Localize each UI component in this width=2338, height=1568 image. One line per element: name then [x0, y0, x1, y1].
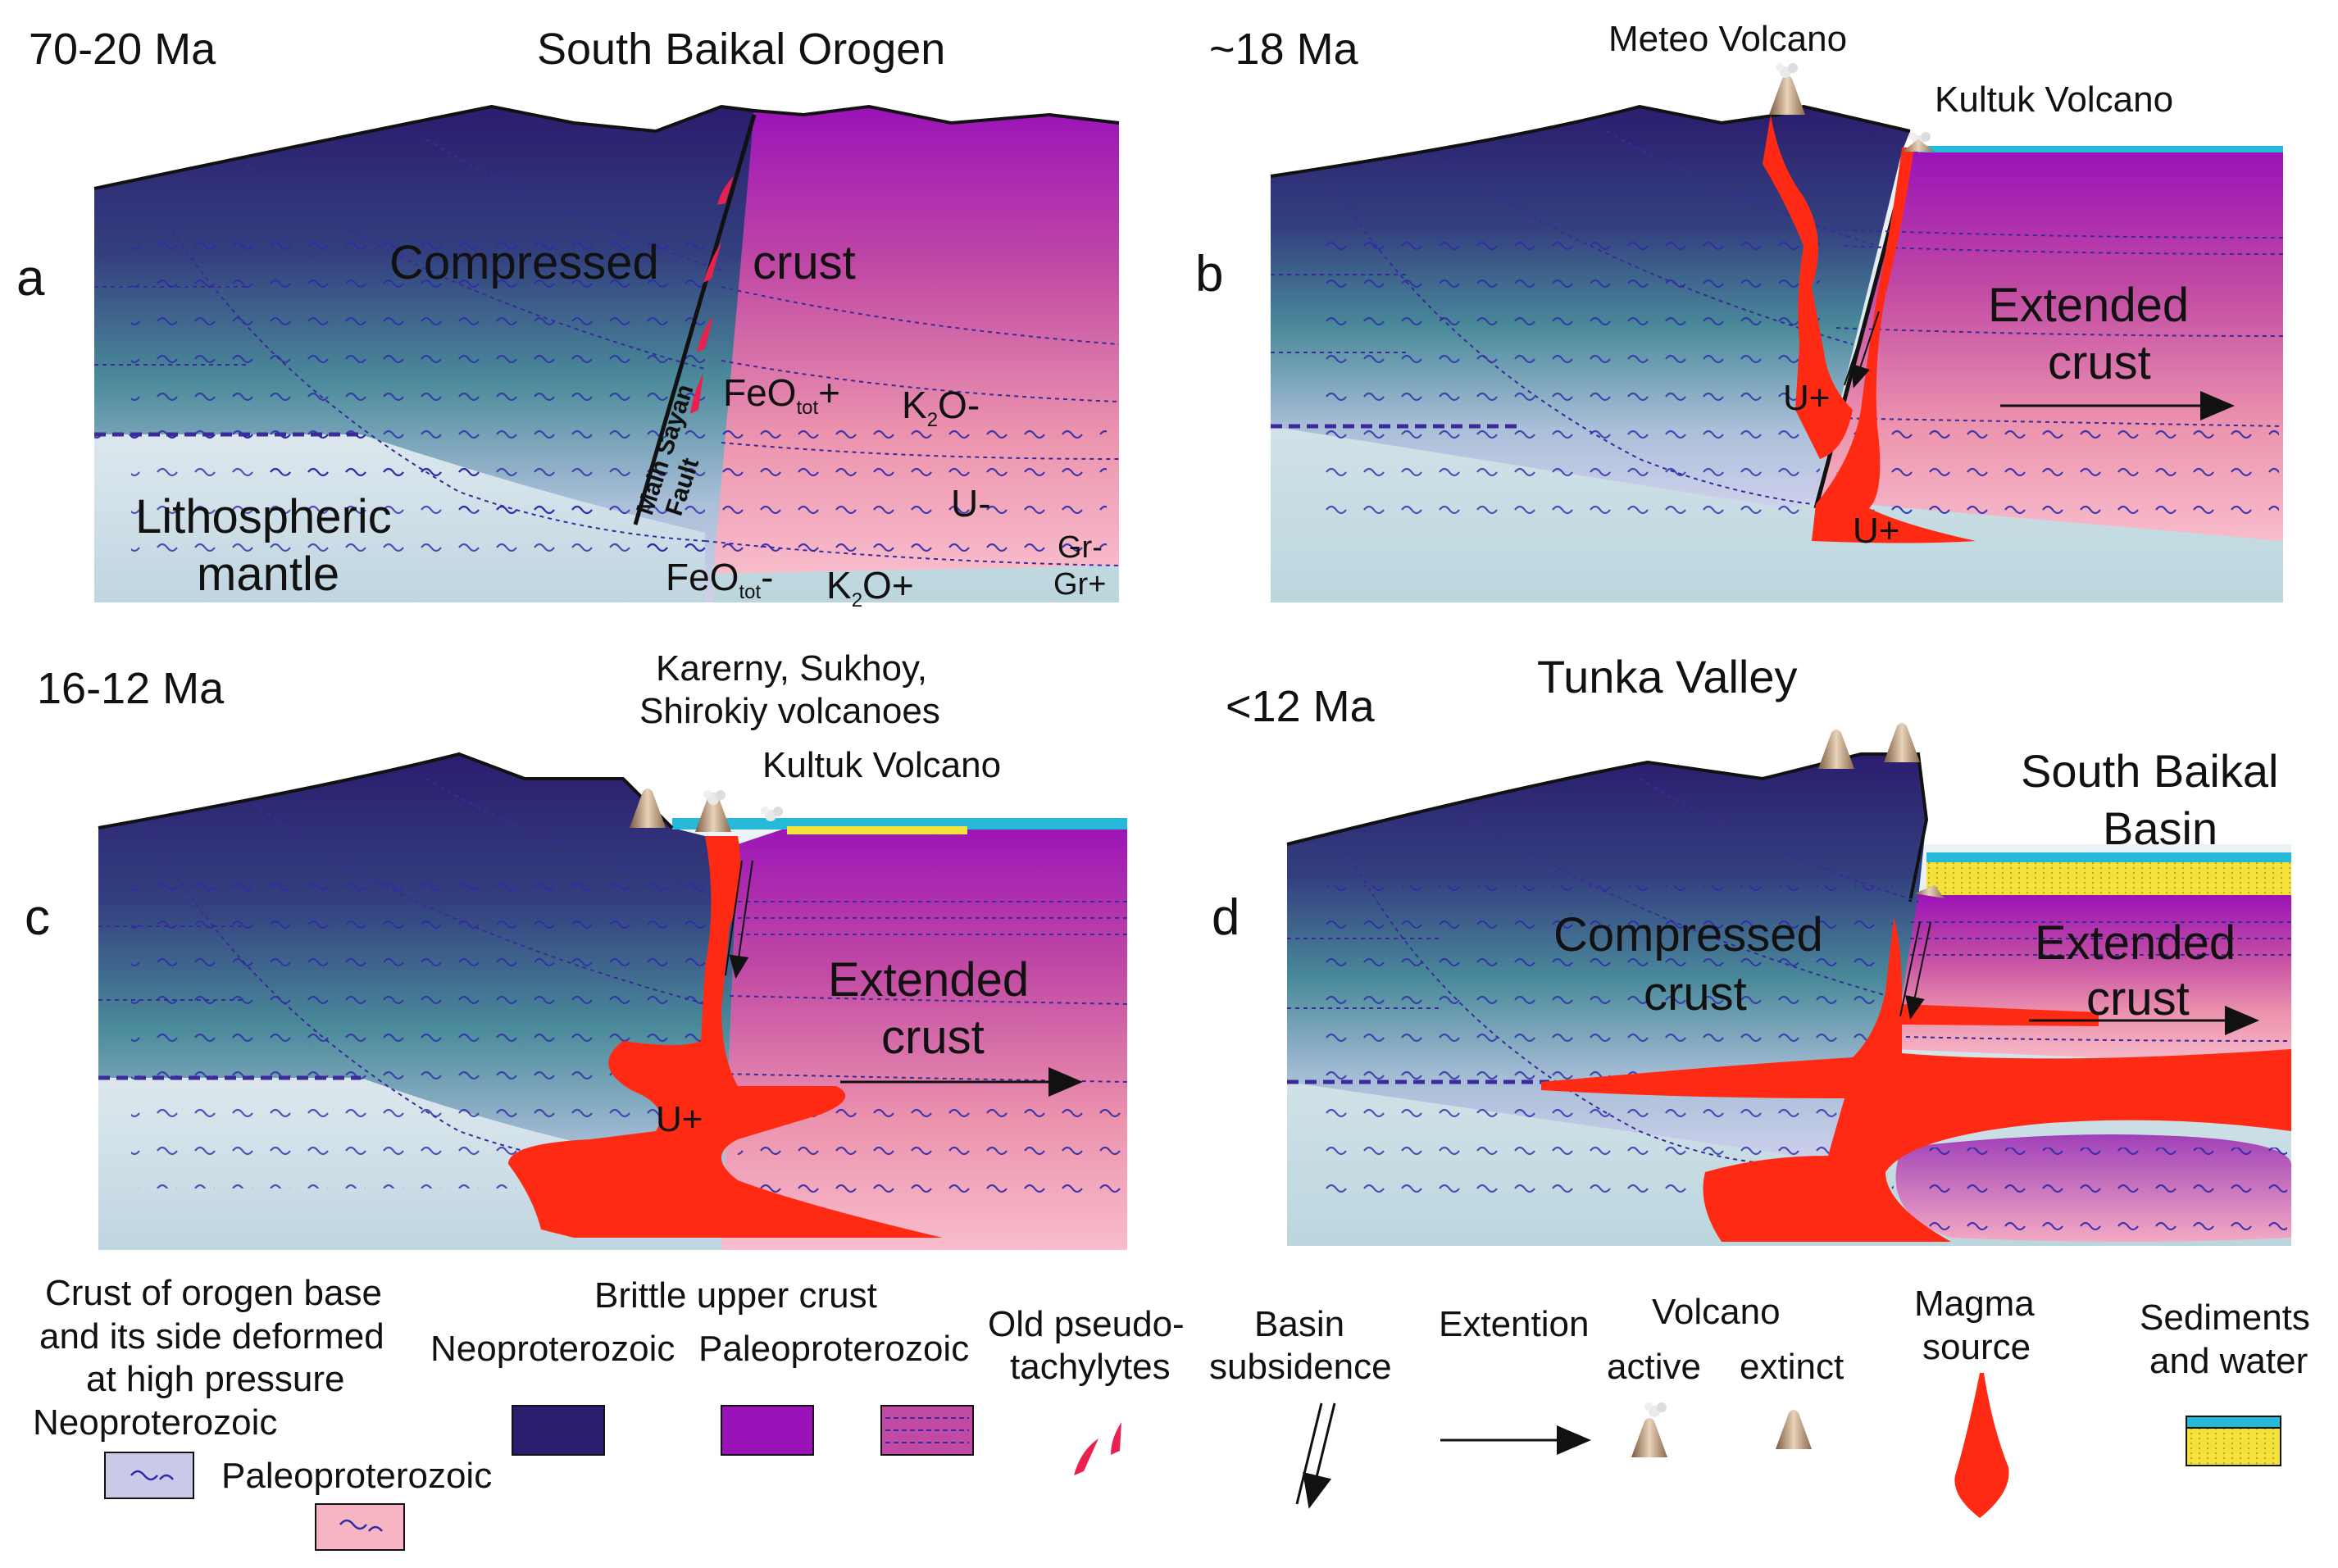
mantle-label-1: Lithospheric [135, 490, 392, 543]
compressed-label-d: Compressed [1553, 908, 1823, 961]
legend-paleoproterozoic-label: Paleoproterozoic [221, 1456, 492, 1496]
gr-minus-label: Gr- [1058, 530, 1103, 565]
legend-extension-label: Extention [1439, 1304, 1589, 1344]
legend-volcano-label: Volcano [1652, 1292, 1781, 1332]
extended-label-c: Extended [828, 953, 1029, 1007]
letter-c: c [25, 889, 50, 946]
magma-conduit-b [1763, 115, 1853, 459]
title-a: South Baikal Orogen [537, 25, 945, 74]
u-plus-label-b2: U+ [1853, 511, 1899, 551]
volcanoes-label-1: Karerny, Sukhoy, [656, 648, 927, 689]
extended-label-d: Extended [2035, 916, 2236, 970]
meteo-volcano-label: Meteo Volcano [1608, 19, 1847, 59]
panel-c: 16-12 Ma Karerny, Sukhoy, Shirokiy volca… [25, 648, 1128, 1250]
legend-brittle-neo: Neoproterozoic [430, 1329, 675, 1369]
age-label-d: <12 Ma [1226, 682, 1376, 731]
u-plus-label-c: U+ [656, 1099, 703, 1139]
legend-orogen-2: and its side deformed [39, 1316, 384, 1357]
gr-plus-label: Gr+ [1053, 567, 1106, 602]
crust-label-d-left: crust [1644, 967, 1747, 1020]
legend-orogen-3: at high pressure [86, 1359, 345, 1399]
extended-label-b: Extended [1988, 279, 2189, 332]
legend-neoproterozoic-label: Neoproterozoic [33, 1402, 277, 1443]
crust-label-b: crust [2048, 336, 2151, 389]
legend-magma-2: source [1922, 1327, 2031, 1367]
basin-label-1: South Baikal [2021, 745, 2278, 797]
panel-a: 70-20 Ma South Baikal Orogen a Compresse… [16, 25, 1120, 611]
mantle-label-2: mantle [197, 548, 339, 601]
panel-d: <12 Ma Tunka Valley South Baikal Basin d… [1212, 651, 2292, 1246]
legend-extinct-volcano-icon [1776, 1410, 1812, 1449]
age-label-b: ~18 Ma [1209, 25, 1359, 74]
panel-b: ~18 Ma Meteo Volcano Kultuk Volcano b Ex… [1195, 19, 2284, 602]
legend-basin-1: Basin [1254, 1304, 1344, 1344]
legend-magma-1: Magma [1914, 1284, 2035, 1324]
age-label-c: 16-12 Ma [37, 664, 225, 713]
legend-magma-icon [1954, 1373, 2009, 1518]
legend-extinct-label: extinct [1740, 1347, 1844, 1387]
letter-b: b [1195, 246, 1223, 302]
legend-sediments-1: Sediments [2140, 1298, 2310, 1338]
crust-label-d-right: crust [2086, 972, 2190, 1025]
crust-label-a: crust [753, 236, 856, 289]
legend-neo-swatch [104, 1452, 194, 1499]
magma-conduit-b2 [1812, 148, 1976, 543]
legend-brittle-neo-swatch [512, 1405, 605, 1456]
legend-pseudo-2: tachylytes [1010, 1347, 1171, 1387]
legend-orogen-1: Crust of orogen base [45, 1273, 382, 1313]
legend-sediments-2: and water [2149, 1341, 2308, 1381]
age-label-a: 70-20 Ma [29, 25, 216, 74]
pseudotachylyte-icon [690, 176, 734, 414]
feo-plus-label: FeOtot+ [723, 371, 840, 419]
volcanoes-label-2: Shirokiy volcanoes [639, 691, 940, 731]
basin-label-2: Basin [2103, 802, 2217, 854]
letter-a: a [16, 250, 45, 307]
k2o-minus-label: K2O- [902, 384, 980, 431]
compressed-label-a: Compressed [389, 236, 659, 289]
legend-active-label: active [1607, 1347, 1701, 1387]
legend-subsidence-icon [1295, 1402, 1336, 1509]
legend-paleo-swatch [315, 1503, 405, 1551]
letter-d: d [1212, 889, 1240, 946]
magma-body-c [508, 836, 943, 1238]
legend-pseudo-1: Old pseudo- [988, 1304, 1185, 1344]
title-d: Tunka Valley [1537, 651, 1798, 702]
legend-brittle-paleo-swatch [721, 1405, 814, 1456]
legend-brittle-label: Brittle upper crust [594, 1275, 877, 1316]
kultuk-volcano-label-c: Kultuk Volcano [762, 745, 1001, 785]
feo-minus-label: FeOtot- [666, 556, 773, 603]
legend: Crust of orogen base and its side deform… [33, 1273, 2310, 1551]
legend-basin-2: subsidence [1209, 1347, 1392, 1387]
magma-body-d [1541, 918, 2291, 1242]
legend-pseudotachylyte-icon [1074, 1422, 1121, 1475]
k2o-plus-label: K2O+ [826, 564, 914, 611]
legend-sediments-icon [2186, 1416, 2281, 1466]
u-minus-label: U- [951, 482, 991, 525]
legend-active-volcano-icon [1631, 1402, 1667, 1457]
u-plus-label-b1: U+ [1783, 378, 1830, 418]
kultuk-volcano-label-b: Kultuk Volcano [1935, 80, 2173, 120]
crust-label-c: crust [881, 1011, 985, 1064]
legend-brittle-paleo: Paleoproterozoic [698, 1329, 969, 1369]
main-sayan-fault-line [633, 114, 757, 525]
